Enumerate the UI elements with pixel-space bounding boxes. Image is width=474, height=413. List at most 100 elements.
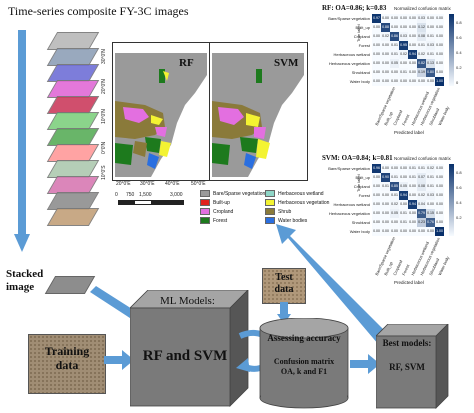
matrix-cell: 0.00 [381, 218, 390, 227]
matrix-row-label: Shrubland [351, 220, 370, 225]
matrix-row-label: Water body [349, 229, 370, 234]
matrix-cell: 0.01 [426, 32, 435, 41]
matrix-cell: 0.00 [372, 41, 381, 50]
matrix-xlabel: Predicted label [394, 280, 424, 285]
matrix-row-label: Bare/Sparse vegetation [328, 166, 370, 171]
matrix-row-label: Cropland [353, 184, 370, 189]
training-to-ml-arrow [104, 350, 134, 370]
matrix-cell: 0.02 [417, 191, 426, 200]
matrix-cell: 0.01 [408, 173, 417, 182]
matrix-cell: 0.19 [417, 68, 426, 77]
matrix-cell: 0.01 [399, 209, 408, 218]
matrix-cell: 0.00 [381, 50, 390, 59]
matrix-cell: 0.12 [417, 23, 426, 32]
matrix-cell: 0.00 [435, 191, 444, 200]
matrix-cell: 0.01 [390, 191, 399, 200]
matrix-cell: 0.00 [372, 68, 381, 77]
matrix-cell: 0.00 [426, 23, 435, 32]
scale-tick: 1,500 [139, 192, 152, 198]
matrix-row-label: Herbaceous wetland [333, 202, 370, 207]
matrix-cell: 0.97 [372, 14, 381, 23]
legend-item: Water bodies [265, 217, 307, 224]
matrix-cell: 0.00 [435, 68, 444, 77]
lon-tick: 40°0'E [165, 181, 180, 187]
best-models-cube [376, 324, 449, 409]
maps-panel: RF SVM [112, 42, 308, 181]
matrix-cell: 0.01 [390, 50, 399, 59]
matrix-cell: 0.00 [372, 173, 381, 182]
colorbar-tick: 0.4 [456, 50, 462, 55]
matrix-cell: 0.00 [372, 209, 381, 218]
matrix-cell: 0.02 [417, 50, 426, 59]
matrix-cell: 0.00 [435, 200, 444, 209]
matrix-cell: 0.00 [408, 218, 417, 227]
matrix-cell: 0.00 [399, 23, 408, 32]
matrix-cell: 0.00 [381, 41, 390, 50]
matrix-cell: 0.04 [417, 200, 426, 209]
best-models-header: Best models: [382, 338, 432, 348]
matrix-cell: 0.86 [390, 32, 399, 41]
legend-swatch [265, 217, 275, 224]
matrix-row-label: Herbaceous wetland [333, 52, 370, 57]
matrix-row-label: Herbaceous vegetation [328, 211, 370, 216]
matrix-cell: 0.00 [390, 227, 399, 236]
lon-tick: 20°0'E [116, 181, 131, 187]
matrix-cell: 0.01 [426, 182, 435, 191]
matrix-title: RF: OA=0.86; k=0.83 [322, 4, 387, 12]
matrix-cell: 0.00 [381, 209, 390, 218]
matrix-subtitle: Normalized confusion matrix [394, 6, 451, 11]
matrix-cell: 0.02 [381, 32, 390, 41]
matrix-cell: 0.00 [372, 218, 381, 227]
legend-item: Built-up [200, 199, 230, 206]
svm-map [212, 53, 304, 177]
matrix-cell: 0.00 [372, 50, 381, 59]
matrix-cell: 0.00 [399, 227, 408, 236]
ml-models-body: RF and SVM [142, 348, 228, 364]
matrix-cell: 0.00 [408, 209, 417, 218]
legend-swatch [200, 199, 210, 206]
legend-item: Herbaceous vegetation [265, 199, 329, 206]
matrix-cell: 0.00 [408, 14, 417, 23]
matrix-colorbar [449, 164, 454, 236]
scale-unit: Km [176, 201, 184, 207]
matrix-cell: 0.01 [417, 41, 426, 50]
lat-tick: 30°0'N [101, 49, 107, 64]
matrix-cell: 0.00 [435, 59, 444, 68]
matrix-cell: 0.00 [408, 182, 417, 191]
map-legend: Bare/Sparse vegetation Built-up Cropland… [200, 190, 329, 234]
matrix-cell: 0.00 [372, 182, 381, 191]
matrix-cell: 0.00 [426, 227, 435, 236]
legend-swatch [200, 190, 210, 197]
matrix-cell: 0.00 [372, 191, 381, 200]
matrix-cell: 0.00 [408, 41, 417, 50]
matrix-cell: 0.00 [372, 32, 381, 41]
best-models-body: RF, SVM [389, 362, 425, 372]
training-data-label: Training data [44, 344, 90, 372]
matrix-cell: 0.79 [417, 209, 426, 218]
legend-swatch [265, 199, 275, 206]
matrix-cell: 0.00 [372, 23, 381, 32]
colorbar-tick: 0.2 [456, 65, 462, 70]
colorbar-tick: 0.6 [456, 35, 462, 40]
legend-item: Herbaceous wetland [265, 190, 324, 197]
matrix-cell: 0.00 [408, 227, 417, 236]
matrix-cell: 0.00 [417, 77, 426, 86]
colorbar-tick: 0.4 [456, 200, 462, 205]
matrix-cell: 0.00 [390, 164, 399, 173]
matrix-subtitle: Normalized confusion matrix [394, 156, 451, 161]
lat-tick: 20°0'N [101, 79, 107, 94]
matrix-cell: 0.23 [417, 218, 426, 227]
ml-models-header: ML Models: [160, 295, 215, 307]
matrix-cell: 0.01 [417, 164, 426, 173]
matrix-cell: 0.00 [372, 59, 381, 68]
matrix-cell: 0.00 [390, 23, 399, 32]
matrix-row-label: Cropland [353, 34, 370, 39]
matrix-title: SVM: OA=0.84; k=0.81 [322, 154, 393, 162]
matrix-cell: 0.00 [435, 164, 444, 173]
matrix-cell: 0.00 [381, 14, 390, 23]
ml-models-cube [130, 290, 249, 407]
matrix-cell: 0.00 [381, 68, 390, 77]
svm-map-label: SVM [274, 57, 299, 69]
training-data-box: Training data [28, 334, 106, 394]
colorbar-tick: 0.8 [456, 20, 462, 25]
